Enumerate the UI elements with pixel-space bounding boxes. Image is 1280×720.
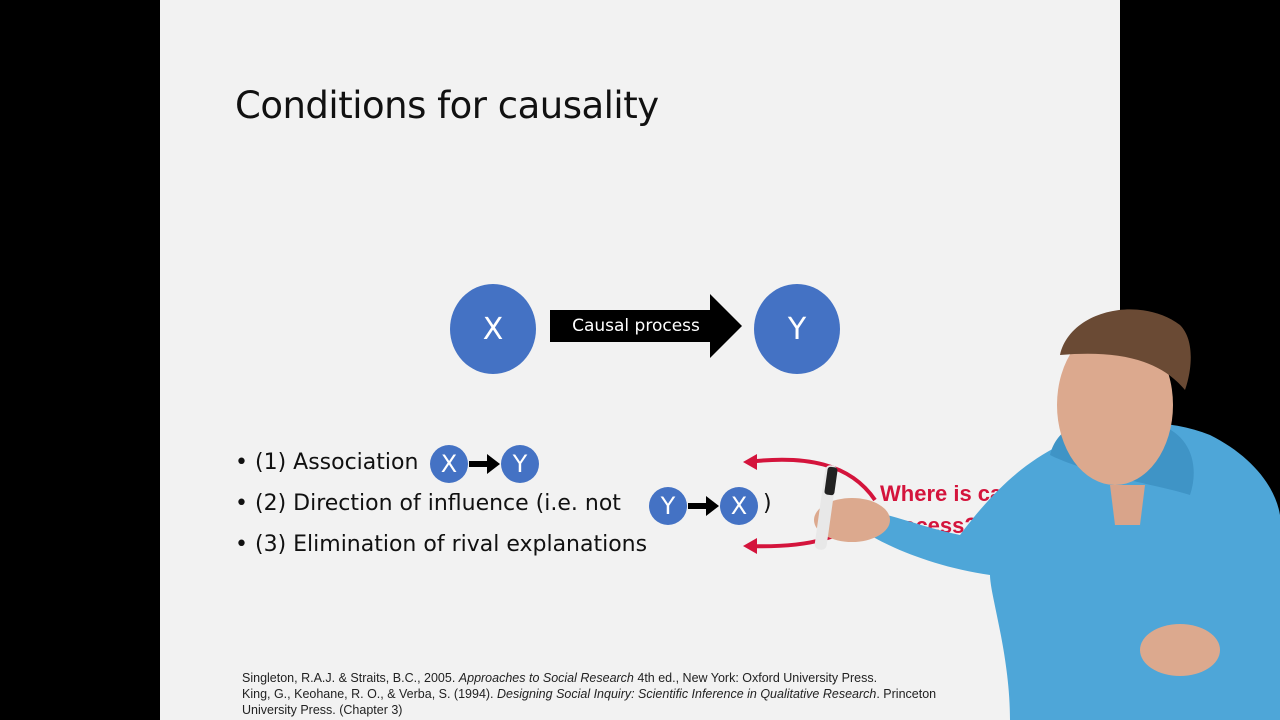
ref1-authors: Singleton, R.A.J. & Straits, B.C., 2005. xyxy=(242,671,459,685)
bullet-marker: • xyxy=(235,450,248,475)
assoc-arrow xyxy=(469,454,500,474)
reference-2: King, G., Keohane, R. O., & Verba, S. (1… xyxy=(242,686,1042,702)
assoc-node-x: X xyxy=(430,445,468,483)
node-y: Y xyxy=(754,284,840,374)
ref1-rest: 4th ed., New York: Oxford University Pre… xyxy=(633,671,878,685)
dir-arrow xyxy=(688,496,719,516)
bullet-text: (1) Association xyxy=(254,450,419,475)
bullet-marker: • xyxy=(235,532,248,557)
causal-arrow xyxy=(550,294,742,358)
reference-1: Singleton, R.A.J. & Straits, B.C., 2005.… xyxy=(242,670,1042,686)
close-paren: ) xyxy=(763,491,772,516)
ref2-title: Designing Social Inquiry: Scientific Inf… xyxy=(497,687,877,701)
ref2-authors: King, G., Keohane, R. O., & Verba, S. (1… xyxy=(242,687,497,701)
bullet-marker: • xyxy=(235,491,248,516)
causal-process-label: Causal process xyxy=(572,316,700,336)
bullet-text: (3) Elimination of rival explanations xyxy=(254,532,648,557)
ref1-title: Approaches to Social Research xyxy=(458,671,634,685)
node-x: X xyxy=(450,284,536,374)
reference-2-cont: University Press. (Chapter 3) xyxy=(242,703,403,717)
dir-node-x: X xyxy=(720,487,758,525)
ref2-rest: . Princeton xyxy=(876,687,937,701)
bullet-text: (2) Direction of influence (i.e. not xyxy=(254,491,621,516)
bullet-rival-explanations: • (3) Elimination of rival explanations xyxy=(235,532,647,557)
bullet-direction: • (2) Direction of influence (i.e. not xyxy=(235,491,621,516)
callout-line1: Where is ca xyxy=(880,481,1003,506)
slide-title: Conditions for causality xyxy=(235,84,659,127)
bullet-association: • (1) Association xyxy=(235,450,418,475)
assoc-node-y: Y xyxy=(501,445,539,483)
slide: Conditions for causality X Causal proces… xyxy=(160,0,1120,720)
dir-node-y: Y xyxy=(649,487,687,525)
presenter-figure xyxy=(814,309,1280,720)
references: Singleton, R.A.J. & Straits, B.C., 2005.… xyxy=(242,670,1042,718)
